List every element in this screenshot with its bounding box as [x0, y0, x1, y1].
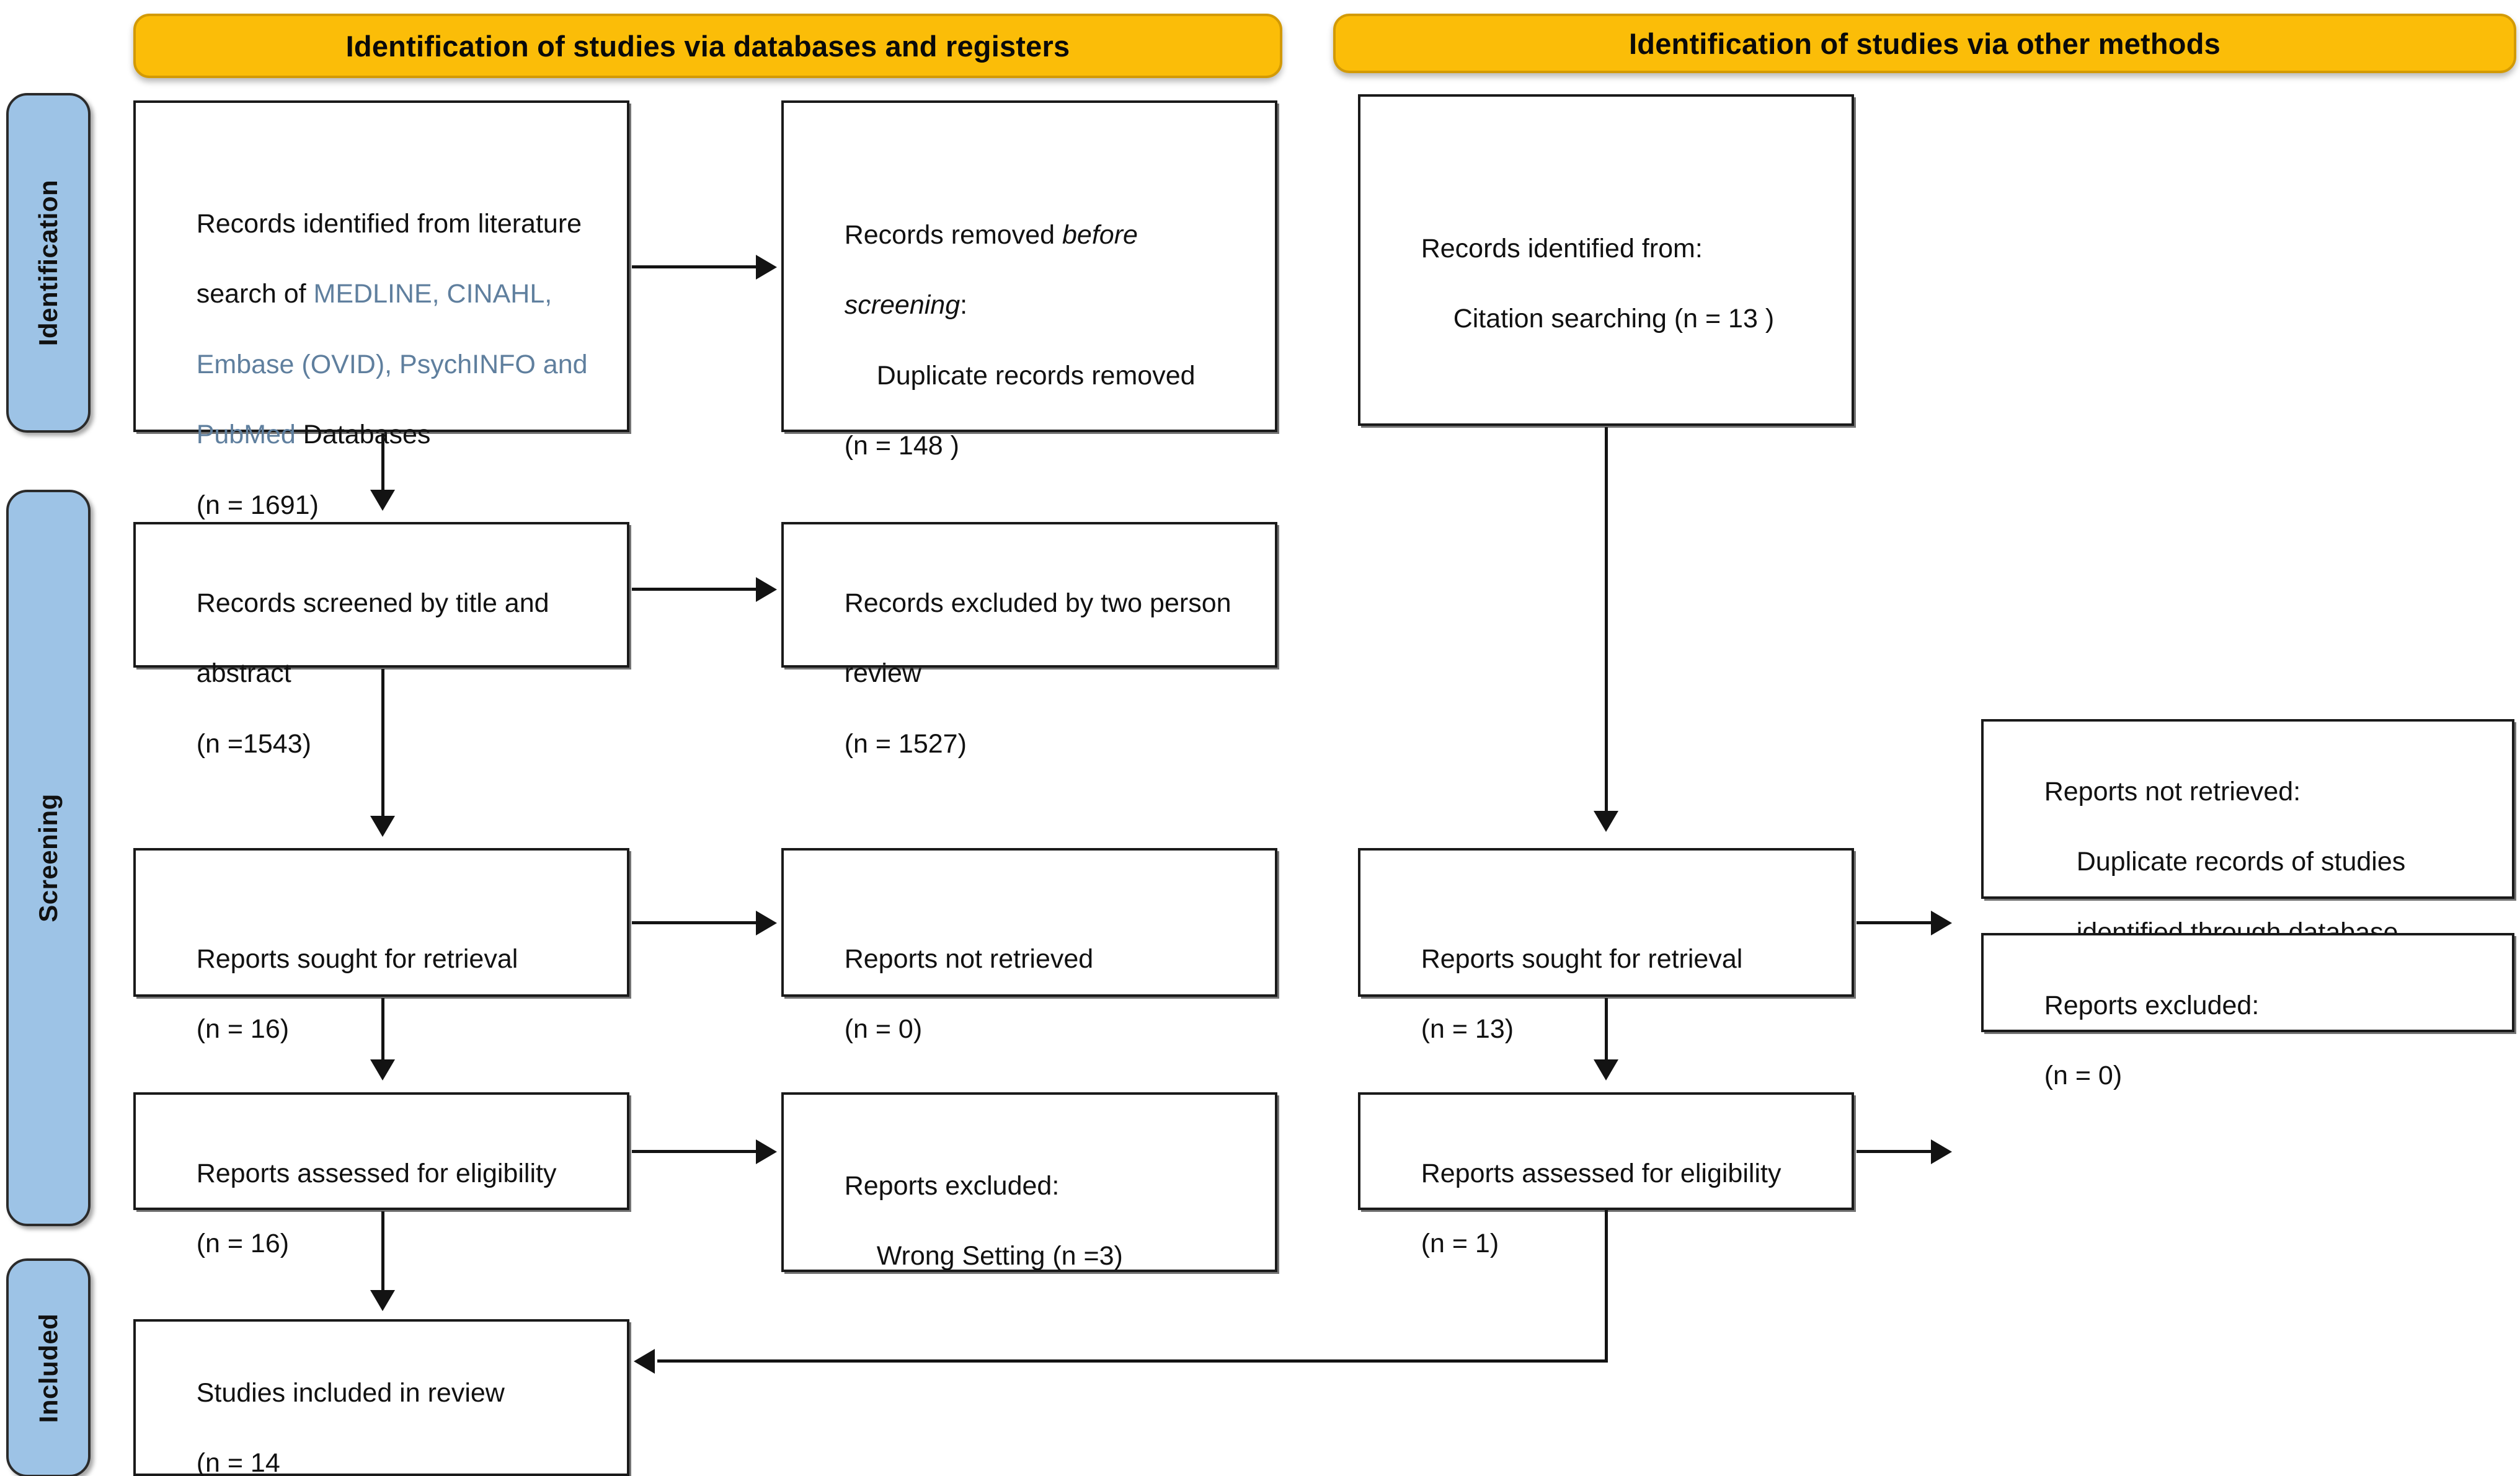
reports-sought-right-count: (n = 13)	[1421, 1014, 1514, 1045]
reports-excluded-left-reason: Wrong Setting (n =3)	[876, 1241, 1123, 1271]
records-identified-line1: Records identified from literature	[196, 208, 582, 239]
arrowhead-right-to-included	[634, 1349, 655, 1374]
stage-label-screening: Screening	[6, 490, 91, 1226]
records-excluded-line2: review	[844, 658, 921, 689]
connector-screened-to-excluded	[632, 588, 756, 591]
stage-label-screening-text: Screening	[33, 793, 63, 922]
reports-assessed-right-count: (n = 1)	[1421, 1229, 1499, 1259]
stage-label-identification-text: Identification	[33, 179, 63, 347]
connector-sought-to-not-retrieved-left	[632, 921, 756, 924]
records-removed-count: (n = 148 )	[844, 431, 959, 461]
box-reports-sought-left: Reports sought for retrieval (n = 16)	[133, 848, 629, 1044]
stage-label-included-text: Included	[33, 1313, 63, 1423]
connector-assessed-to-excluded-left	[632, 1150, 756, 1153]
arrowhead-screened-to-sought	[370, 816, 395, 837]
records-removed-italic-before: before	[1062, 219, 1138, 250]
reports-not-retrieved-right-line2: Duplicate records of studies	[2076, 847, 2406, 877]
connector-assessed-to-included	[381, 1211, 384, 1291]
reports-not-retrieved-left-count: (n = 0)	[844, 1014, 923, 1045]
box-records-identified-databases: Records identified from literature searc…	[133, 100, 629, 520]
box-studies-included: Studies included in review (n = 14 PAL =…	[133, 1319, 629, 1476]
connector-sought-to-assessed-left	[381, 998, 384, 1060]
stage-label-identification: Identification	[6, 93, 91, 433]
records-identified-databases-3: PubMed	[196, 420, 296, 450]
arrowhead-sought-to-assessed-right	[1594, 1059, 1618, 1080]
records-removed-colon: :	[960, 290, 968, 320]
connector-assessed-to-excluded-right	[1857, 1150, 1931, 1153]
banner-left-label: Identification of studies via databases …	[345, 29, 1070, 63]
arrowhead-identified-to-screened	[370, 490, 395, 511]
arrowhead-assessed-to-excluded-left	[756, 1139, 777, 1164]
reports-excluded-left-line1: Reports excluded:	[844, 1170, 1060, 1201]
box-reports-not-retrieved-left: Reports not retrieved (n = 0)	[781, 848, 1277, 1044]
records-identified-databases-2: Embase (OVID), PsychINFO and	[196, 349, 588, 379]
banner-right-label: Identification of studies via other meth…	[1629, 27, 2221, 60]
reports-excluded-right-count: (n = 0)	[2044, 1061, 2123, 1091]
reports-not-retrieved-right-line1: Reports not retrieved:	[2044, 776, 2301, 806]
reports-sought-left-count: (n = 16)	[196, 1014, 290, 1045]
records-excluded-line1: Records excluded by two person	[844, 588, 1231, 618]
arrowhead-sought-to-not-retrieved-right	[1931, 911, 1952, 935]
records-identified-line2-prefix: search of	[196, 279, 314, 309]
reports-sought-right-line1: Reports sought for retrieval	[1421, 943, 1743, 974]
box-records-removed-before-screening: Records removed before screening: Duplic…	[781, 100, 1277, 461]
records-identified-other-line1: Records identified from:	[1421, 233, 1703, 263]
connector-identified-to-removed	[632, 265, 756, 268]
reports-assessed-right-line1: Reports assessed for eligibility	[1421, 1158, 1781, 1188]
connector-identified-to-screened	[381, 433, 384, 490]
reports-not-retrieved-left-line1: Reports not retrieved	[844, 943, 1094, 974]
stage-label-included: Included	[6, 1258, 91, 1476]
box-reports-not-retrieved-right: Reports not retrieved: Duplicate records…	[1981, 719, 2514, 1017]
arrowhead-screened-to-excluded	[756, 577, 777, 602]
box-reports-excluded-right: Reports excluded: (n = 0)	[1981, 933, 2514, 1090]
records-screened-count: (n =1543)	[196, 728, 311, 759]
records-identified-other-citation: Citation searching (n = 13 )	[1453, 304, 1775, 334]
connector-sought-to-not-retrieved-right	[1857, 921, 1931, 924]
reports-sought-left-line1: Reports sought for retrieval	[196, 943, 518, 974]
records-screened-line2: abstract	[196, 658, 291, 689]
records-excluded-count: (n = 1527)	[844, 728, 967, 759]
studies-included-line1: Studies included in review	[196, 1377, 505, 1408]
reports-assessed-left-line1: Reports assessed for eligibility	[196, 1158, 557, 1188]
connector-screened-to-sought	[381, 669, 384, 816]
box-reports-assessed-left: Reports assessed for eligibility (n = 16…	[133, 1092, 629, 1258]
arrowhead-sought-to-not-retrieved-left	[756, 911, 777, 935]
arrowhead-identified-to-removed	[756, 255, 777, 280]
box-reports-assessed-right: Reports assessed for eligibility (n = 1)	[1358, 1092, 1854, 1258]
studies-included-total: (n = 14	[196, 1448, 280, 1476]
arrowhead-sought-to-assessed-left	[370, 1059, 395, 1080]
arrowhead-other-to-sought-right	[1594, 811, 1618, 832]
box-reports-excluded-left: Reports excluded: Wrong Setting (n =3)	[781, 1092, 1277, 1272]
banner-other-methods: Identification of studies via other meth…	[1333, 14, 2516, 73]
connector-right-to-included	[657, 1359, 1607, 1363]
records-identified-count: (n = 1691)	[196, 490, 319, 520]
arrowhead-assessed-to-included	[370, 1290, 395, 1311]
records-removed-italic-screening: screening	[844, 290, 961, 320]
records-removed-line1-prefix: Records removed	[844, 219, 1062, 250]
reports-assessed-left-count: (n = 16)	[196, 1229, 290, 1259]
records-removed-duplicates: Duplicate records removed	[876, 360, 1196, 391]
connector-other-to-sought-right	[1605, 427, 1608, 811]
records-identified-databases-1: MEDLINE, CINAHL,	[313, 279, 552, 309]
box-records-identified-other-methods: Records identified from: Citation search…	[1358, 94, 1854, 426]
reports-excluded-right-line1: Reports excluded:	[2044, 990, 2260, 1020]
box-records-excluded: Records excluded by two person review (n…	[781, 522, 1277, 759]
records-identified-line4-suffix: Databases	[295, 420, 431, 450]
records-screened-line1: Records screened by title and	[196, 588, 549, 618]
connector-right-assessed-down	[1605, 1210, 1608, 1363]
banner-databases-registers: Identification of studies via databases …	[133, 14, 1282, 78]
box-reports-sought-right: Reports sought for retrieval (n = 13)	[1358, 848, 1854, 1044]
box-records-screened: Records screened by title and abstract (…	[133, 522, 629, 759]
connector-sought-to-assessed-right	[1605, 998, 1608, 1060]
arrowhead-assessed-to-excluded-right	[1931, 1139, 1952, 1164]
